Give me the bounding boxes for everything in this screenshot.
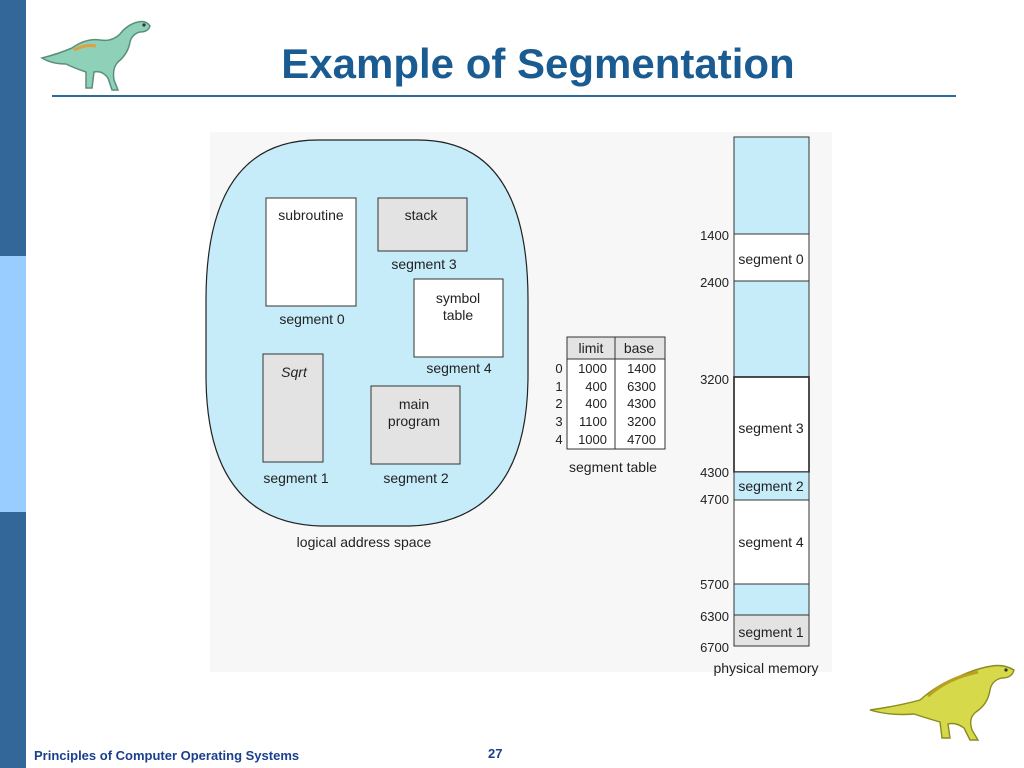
address-label: 4300 [700,465,729,480]
stack-box [377,197,468,252]
segment-2-block [733,471,810,501]
segment-1-caption: segment 1 [263,470,329,486]
subroutine-box [265,197,357,307]
segment-2-caption: segment 2 [383,470,449,486]
table-row-base: 6300 [627,379,656,394]
table-row-limit: 400 [585,379,607,394]
table-row-index: 2 [555,396,562,411]
segment-0-caption: segment 0 [279,311,345,327]
table-row-base: 4700 [627,432,656,447]
address-label: 4700 [700,492,729,507]
symbol-table-label-line2: table [443,307,474,323]
sqrt-box [262,353,324,463]
segment-4-label: segment 4 [738,534,804,550]
address-label: 3200 [700,372,729,387]
page-number: 27 [488,746,503,761]
main-program-label-line1: main [399,396,429,412]
address-label: 6700 [700,640,729,655]
address-label: 2400 [700,275,729,290]
slide-title: Example of Segmentation [281,40,795,87]
sidebar-accent [0,256,26,512]
table-row-index: 0 [555,361,562,376]
segment-1-label: segment 1 [738,624,804,640]
table-row-base: 4300 [627,396,656,411]
segment-3-block [733,376,810,473]
table-row-limit: 1000 [578,361,607,376]
address-label: 6300 [700,609,729,624]
segment-table-header-limit: limit [579,340,604,356]
free-memory-block [733,136,810,235]
dinosaur-icon [869,664,1015,741]
physical-memory: segment 0 segment 3 segment 2 segment 4 … [700,136,810,655]
segment-4-block [733,499,810,585]
segment-3-caption: segment 3 [391,256,457,272]
table-row-base: 3200 [627,414,656,429]
symbol-table-label-line1: symbol [436,290,480,306]
address-label: 1400 [700,228,729,243]
footer-course-title: Principles of Computer Operating Systems [34,748,300,763]
free-memory-block [733,280,810,378]
main-program-box [370,385,461,465]
physical-memory-caption: physical memory [713,660,818,676]
segment-0-label: segment 0 [738,251,804,267]
subroutine-label: subroutine [278,207,344,223]
table-row-base: 1400 [627,361,656,376]
address-label: 5700 [700,577,729,592]
main-program-label-line2: program [388,413,440,429]
segment-0-block [733,233,810,282]
table-row-index: 4 [555,432,562,447]
free-memory-block [733,583,810,616]
segment-3-label: segment 3 [738,420,804,436]
logical-address-space-caption: logical address space [297,534,432,550]
sqrt-label: Sqrt [281,364,308,380]
segment-table-body [566,358,666,450]
segment-table-caption: segment table [569,459,657,475]
table-row-limit: 1100 [579,414,607,429]
table-row-index: 1 [555,379,562,394]
segment-4-caption: segment 4 [426,360,492,376]
table-row-index: 3 [555,414,562,429]
segment-table-header-base: base [624,340,655,356]
stack-label: stack [405,207,439,223]
table-row-limit: 1000 [578,432,607,447]
segment-1-block [733,614,810,647]
dinosaur-icon [40,20,151,91]
title-divider [52,95,956,97]
segment-table: limit base 0 1000 1400 1 400 6300 2 400 … [555,336,666,450]
symbol-table-box [413,278,504,358]
table-row-limit: 400 [585,396,607,411]
segment-2-label: segment 2 [738,478,804,494]
